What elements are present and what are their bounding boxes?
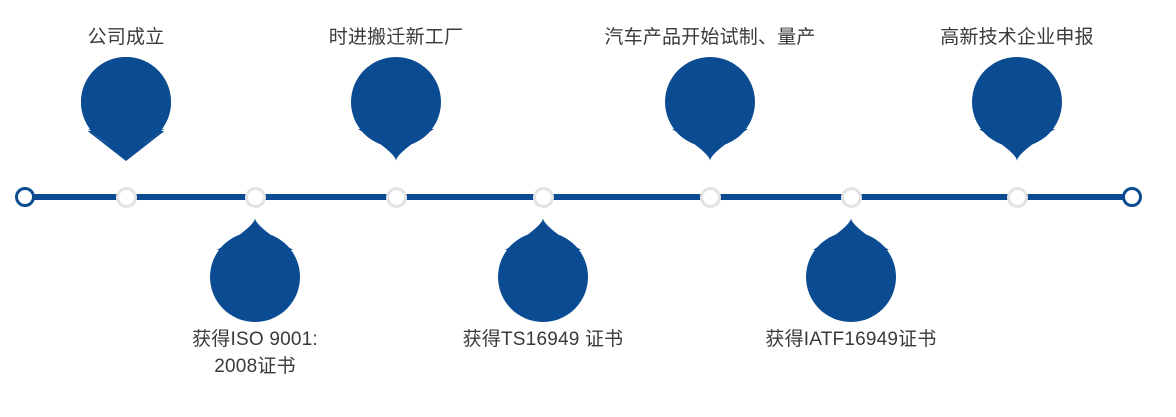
- pin-down-icon: [965, 57, 1069, 161]
- milestone-label: 获得ISO 9001: 2008证书: [192, 329, 318, 377]
- milestone-top-2[interactable]: 时进搬迁新工厂 2015: [266, 24, 526, 161]
- milestone-top-3[interactable]: 汽车产品开始试制、量产 2017: [580, 24, 840, 161]
- milestone-year: 2010: [153, 264, 201, 286]
- pin-down-icon: [658, 57, 762, 161]
- milestone-label: 获得IATF16949证书: [765, 329, 937, 350]
- milestone-pin: 2017: [580, 57, 840, 161]
- milestone-year: 2019: [915, 90, 963, 112]
- milestone-bottom-3[interactable]: 2018 获得IATF16949证书: [721, 218, 981, 353]
- pin-down-icon: [344, 57, 448, 161]
- milestone-pin: 2019: [887, 57, 1147, 161]
- milestone-top-4[interactable]: 高新技术企业申报 2019: [887, 24, 1147, 161]
- timeline-node-6: [840, 186, 862, 208]
- timeline-node-2: [244, 186, 266, 208]
- pin-up-icon: [799, 218, 903, 322]
- milestone-bottom-2[interactable]: 2010 获得TS16949 证书: [413, 218, 673, 353]
- timeline-end-endpoint: [1122, 187, 1142, 207]
- milestone-year: 2010: [441, 264, 489, 286]
- milestone-label: 高新技术企业申报: [940, 27, 1094, 48]
- milestone-label: 汽车产品开始试制、量产: [604, 27, 816, 48]
- milestone-pin: 2010: [125, 218, 385, 322]
- timeline-node-4: [532, 186, 554, 208]
- milestone-year: 2015: [294, 90, 342, 112]
- pin-down-icon: [74, 57, 178, 161]
- timeline-axis-line: [25, 194, 1132, 200]
- timeline-node-3: [385, 186, 407, 208]
- pin-up-icon: [203, 218, 307, 322]
- pin-up-icon: [491, 218, 595, 322]
- timeline-start-endpoint: [15, 187, 35, 207]
- milestone-bottom-1[interactable]: 2010 获得ISO 9001: 2008证书: [125, 218, 385, 380]
- timeline-node-7: [1006, 186, 1028, 208]
- milestone-year: 2017: [608, 90, 656, 112]
- milestone-year: 2018: [749, 264, 797, 286]
- milestone-pin: 2015: [266, 57, 526, 161]
- milestone-label: 获得TS16949 证书: [462, 329, 624, 350]
- milestone-top-1[interactable]: 公司成立 2009: [0, 24, 256, 161]
- milestone-year: 2009: [24, 90, 72, 112]
- milestone-pin: 2010: [413, 218, 673, 322]
- milestone-label: 公司成立: [87, 27, 165, 48]
- milestone-pin: 2018: [721, 218, 981, 322]
- timeline-node-1: [115, 186, 137, 208]
- timeline-node-5: [699, 186, 721, 208]
- milestone-label: 时进搬迁新工厂: [328, 27, 464, 48]
- milestone-pin: 2009: [0, 57, 256, 161]
